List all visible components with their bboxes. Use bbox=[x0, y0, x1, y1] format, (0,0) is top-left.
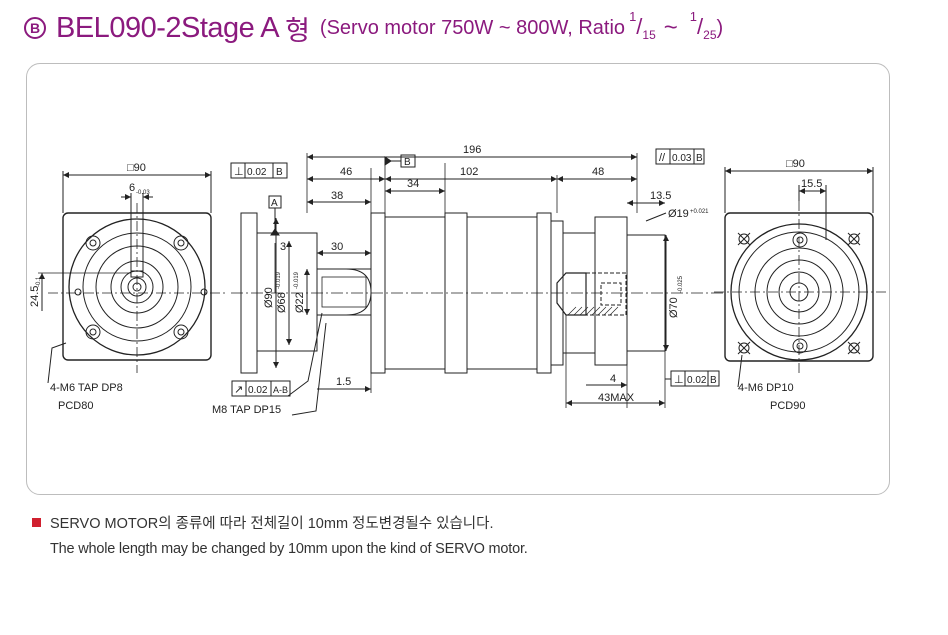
dia-19: Ø19 bbox=[668, 208, 689, 220]
dim-4: 4 bbox=[610, 373, 616, 385]
dim-43max: 43MAX bbox=[598, 392, 635, 404]
gdt-runout-value: 0.02 bbox=[248, 385, 268, 396]
side-view bbox=[230, 148, 726, 416]
dim-13-5: 13.5 bbox=[650, 190, 671, 202]
left-tap-label: 4-M6 TAP DP8 bbox=[50, 382, 123, 394]
gdt-runout-symbol: ↗ bbox=[234, 384, 243, 396]
right-bolt-holes bbox=[737, 232, 861, 355]
datum-b-label: B bbox=[404, 157, 411, 168]
technical-drawing: □90 6 -0.03 24.5 -0.1 4-M6 TAP DP8 PCD80… bbox=[29, 144, 886, 416]
page-title: B BEL090-2Stage A 형 (Servo motor 750W ~ … bbox=[24, 9, 724, 46]
dia-70-tol: -0.025 bbox=[678, 275, 684, 293]
dia-19-tol: +0.021 bbox=[690, 209, 709, 215]
ratio-low: 1/15 bbox=[629, 9, 656, 42]
dim-46: 46 bbox=[340, 166, 352, 178]
left-square-dim: □90 bbox=[127, 162, 146, 174]
ratio-high: 1/25 bbox=[689, 9, 717, 42]
left-end-view bbox=[38, 171, 226, 384]
dim-48: 48 bbox=[592, 166, 604, 178]
shaft-tap-label: M8 TAP DP15 bbox=[212, 404, 281, 416]
gdt-perp-ref: B bbox=[276, 167, 283, 178]
right-offset-dim: 15.5 bbox=[801, 178, 822, 190]
gdt-perp-symbol: ⊥ bbox=[234, 166, 244, 178]
gdt-parallel-value: 0.03 bbox=[672, 153, 692, 164]
note-english: The whole length may be changed by 10mm … bbox=[50, 541, 528, 557]
spec-text: (Servo motor 750W ~ 800W, Ratio bbox=[319, 16, 626, 39]
right-pcd-label: PCD90 bbox=[770, 400, 805, 412]
model-name: BEL090-2Stage A bbox=[56, 11, 280, 44]
dim-30: 30 bbox=[331, 241, 343, 253]
gdt-parallel-ref: B bbox=[696, 153, 703, 164]
dim-1-5: 1.5 bbox=[336, 376, 351, 388]
spec-close: ) bbox=[716, 16, 724, 39]
model-type-suffix: 형 bbox=[285, 15, 310, 46]
dim-34: 34 bbox=[407, 178, 419, 190]
dia-68: Ø68 bbox=[276, 292, 288, 313]
left-center-height: 24.5 bbox=[29, 286, 41, 307]
gdt-runout-ref: A-B bbox=[273, 385, 288, 395]
left-pcd-label: PCD80 bbox=[58, 400, 93, 412]
dia-22: Ø22 bbox=[294, 292, 306, 313]
left-key-tol: -0.03 bbox=[136, 190, 150, 196]
dia-70: Ø70 bbox=[668, 297, 680, 318]
section-badge: B bbox=[24, 17, 46, 39]
left-bolt-holes bbox=[74, 235, 208, 340]
right-end-view bbox=[714, 167, 886, 388]
gdt-parallel-symbol: // bbox=[659, 152, 666, 164]
gdt-perp2-value: 0.02 bbox=[687, 375, 707, 386]
note-korean: SERVO MOTOR의 종류에 따라 전체길이 10mm 정도변경될수 있습니… bbox=[32, 512, 494, 533]
dia-90: Ø90 bbox=[263, 287, 275, 308]
right-square-dim: □90 bbox=[786, 158, 805, 170]
note-bullet bbox=[32, 518, 41, 527]
gdt-perp-value: 0.02 bbox=[247, 167, 267, 178]
left-center-tol: -0.1 bbox=[36, 276, 42, 287]
right-tap-label: 4-M6 DP10 bbox=[738, 382, 794, 394]
dim-102: 102 bbox=[460, 166, 478, 178]
dim-38: 38 bbox=[331, 190, 343, 202]
ratio-separator: ~ bbox=[663, 14, 678, 41]
left-key-width: 6 bbox=[129, 182, 135, 194]
gdt-perp2-symbol: ⊥ bbox=[674, 374, 684, 386]
dim-total-length: 196 bbox=[463, 144, 481, 156]
dia-68-tol: -0.019 bbox=[276, 271, 282, 289]
dia-22-tol: -0.019 bbox=[294, 271, 300, 289]
datum-a-label: A bbox=[271, 198, 278, 209]
note-korean-text: SERVO MOTOR의 종류에 따라 전체길이 10mm 정도변경될수 있습니… bbox=[50, 516, 494, 532]
drawing-panel bbox=[26, 63, 890, 495]
dim-3: 3 bbox=[280, 241, 286, 253]
gdt-perp2-ref: B bbox=[710, 375, 717, 386]
